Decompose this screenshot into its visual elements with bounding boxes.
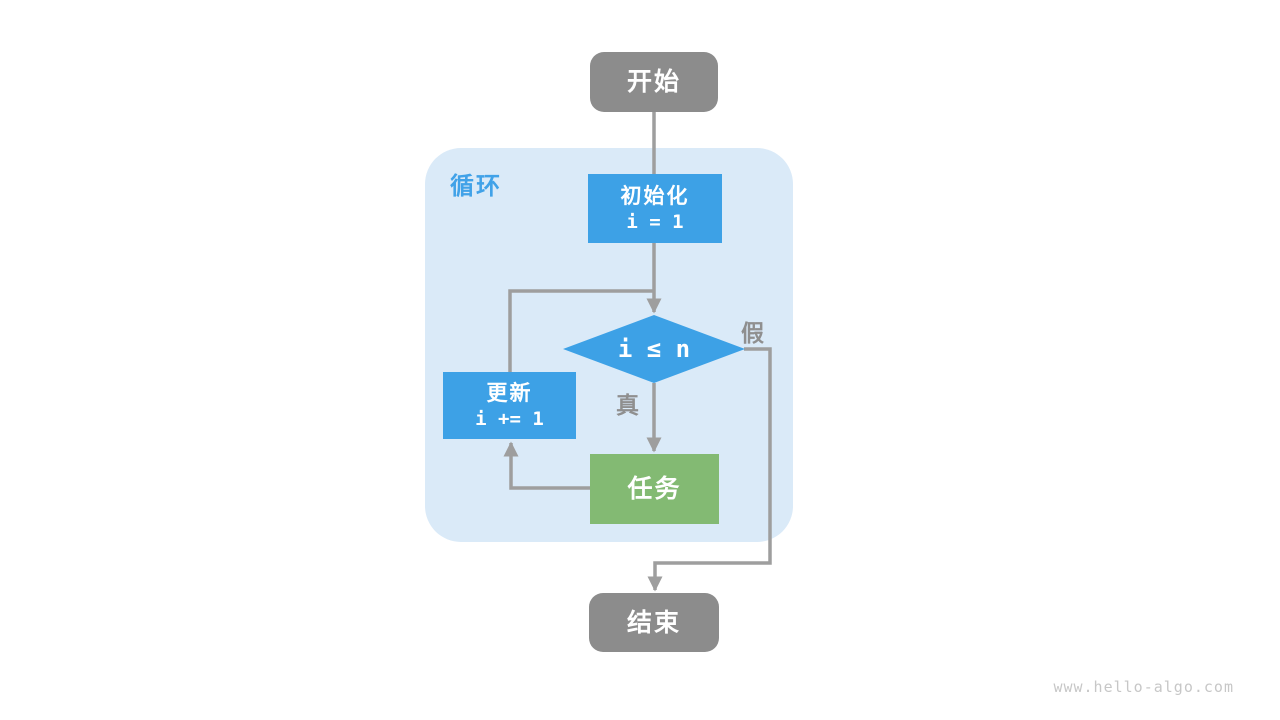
end-node: 结束 [589, 593, 719, 652]
watermark: www.hello-algo.com [1053, 678, 1234, 696]
task-node: 任务 [590, 454, 719, 524]
start-node: 开始 [590, 52, 718, 112]
end-node-label: 结束 [626, 607, 681, 637]
condition-label: i ≤ n [617, 335, 691, 363]
init-node-label: 初始化 [620, 183, 690, 208]
update-node: 更新 i += 1 [443, 372, 576, 439]
init-node-code: i = 1 [626, 210, 684, 233]
start-node-label: 开始 [626, 67, 681, 97]
true-edge-label: 真 [616, 393, 640, 419]
update-node-label: 更新 [486, 380, 533, 405]
false-edge-label: 假 [741, 321, 765, 347]
init-node: 初始化 i = 1 [588, 174, 722, 243]
loop-label: 循环 [450, 172, 502, 200]
update-node-code: i += 1 [475, 407, 544, 430]
task-node-label: 任务 [627, 474, 682, 504]
